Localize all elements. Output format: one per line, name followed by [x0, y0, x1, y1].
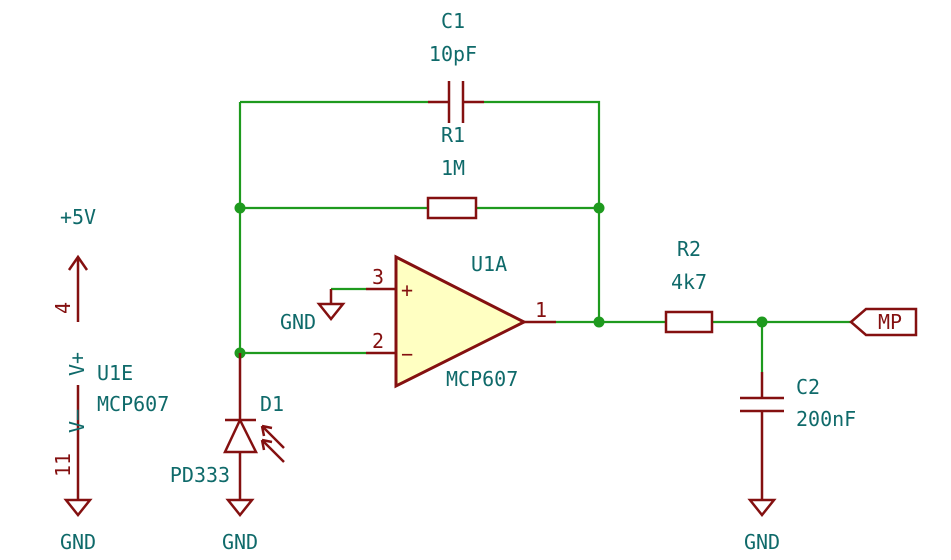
gnd-opamp-label: GND — [280, 310, 316, 334]
r2-value: 4k7 — [671, 270, 707, 294]
gnd-u1e-label: GND — [60, 530, 96, 554]
r1-ref: R1 — [441, 123, 465, 147]
resistor-r2 — [664, 310, 714, 334]
pin-1: 1 — [535, 298, 547, 322]
gnd-symbol-opamp — [316, 289, 346, 322]
u1e-ref: U1E — [97, 361, 133, 385]
photodiode-d1 — [223, 353, 285, 500]
gnd-d1-label: GND — [222, 530, 258, 554]
vcc-label: +5V — [60, 205, 96, 229]
u1e-value: MCP607 — [97, 392, 169, 416]
pin-2: 2 — [372, 329, 384, 353]
junction-dot — [756, 316, 768, 328]
opamp-power-u1e — [63, 254, 93, 518]
u1a-value: MCP607 — [446, 367, 518, 391]
u1a-ref: U1A — [471, 252, 507, 276]
junction-dot — [234, 202, 246, 214]
opamp-minus-sign: − — [401, 342, 413, 366]
wires — [238, 100, 851, 372]
c2-ref: C2 — [796, 375, 820, 399]
pin-3: 3 — [372, 265, 384, 289]
junction-dot — [593, 316, 605, 328]
junction-dot — [593, 202, 605, 214]
opamp-u1a — [366, 254, 556, 389]
capacitor-c2 — [740, 372, 784, 500]
u1e-vplus-name: V+ — [65, 352, 89, 376]
c1-value: 10pF — [429, 42, 477, 66]
u1e-vminus-name: V− — [65, 409, 89, 433]
d1-value: PD333 — [170, 463, 230, 487]
gnd-symbol-d1 — [225, 498, 255, 518]
gnd-symbol-c2 — [747, 498, 777, 518]
output-label-text: MP — [878, 310, 902, 334]
output-label-mp — [849, 307, 918, 337]
c1-ref: C1 — [441, 9, 465, 33]
gnd-c2-label: GND — [744, 530, 780, 554]
opamp-plus-sign: + — [401, 278, 413, 302]
u1e-pin-11: 11 — [51, 453, 75, 477]
capacitor-c1 — [428, 81, 484, 123]
r1-value: 1M — [441, 156, 465, 180]
r2-ref: R2 — [677, 237, 701, 261]
c2-value: 200nF — [796, 407, 856, 431]
wire-c1-right — [484, 100, 601, 208]
u1e-pin-4: 4 — [51, 302, 75, 314]
d1-ref: D1 — [260, 392, 284, 416]
resistor-r1 — [426, 196, 478, 220]
